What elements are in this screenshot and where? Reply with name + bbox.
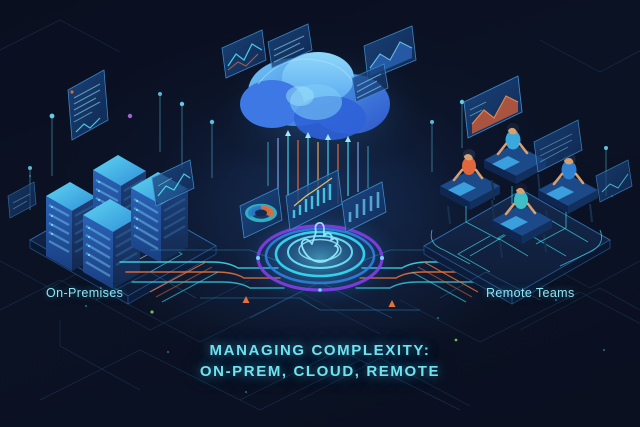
hand-pointer-icon: [300, 221, 339, 263]
title-line-2: ON-PREM, CLOUD, REMOTE: [199, 363, 441, 380]
node-dot-purple: [127, 113, 133, 119]
remote-platform: [422, 189, 612, 305]
bars-panel-right: [341, 181, 387, 233]
grid-panel-right: [533, 119, 583, 173]
graph-panel-left: [151, 159, 195, 207]
donut-chart-panel: [239, 187, 283, 239]
area-panel-right: [463, 75, 523, 139]
trace-arrow: [242, 296, 396, 307]
line-chart-panel: [221, 29, 267, 79]
page-title: MANAGING COMPLEXITY: ON-PREM, CLOUD, REM…: [0, 340, 640, 382]
zone-label-remote-teams: Remote Teams: [486, 286, 575, 300]
report-panel-left: [67, 69, 109, 141]
desk-link-traces: [430, 186, 603, 267]
text-list-panel: [267, 23, 313, 69]
hub-nodes: [256, 256, 384, 292]
side-chart-panel: [595, 159, 633, 203]
zone-label-on-premises: On-Premises: [46, 286, 124, 300]
stream-arrowheads: [285, 130, 351, 142]
title-line-1: MANAGING COMPLEXITY:: [209, 342, 431, 359]
remote-worker: [492, 183, 552, 259]
text-block-panel: [351, 63, 389, 103]
side-panel-left: [7, 181, 37, 219]
